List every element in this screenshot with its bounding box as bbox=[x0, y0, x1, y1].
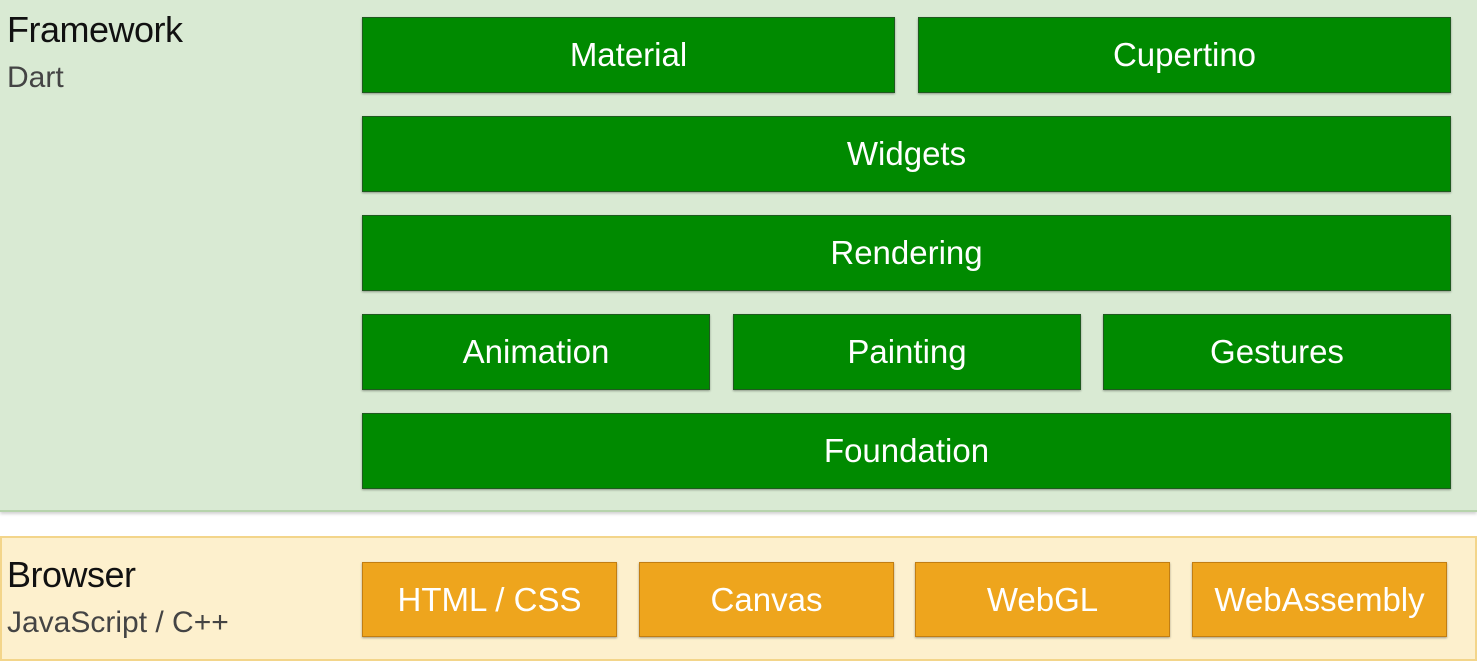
browser-subtitle: JavaScript / C++ bbox=[7, 606, 229, 639]
gestures-block: Gestures bbox=[1103, 314, 1451, 390]
html-css-block: HTML / CSS bbox=[362, 562, 617, 637]
animation-block: Animation bbox=[362, 314, 710, 390]
foundation-block: Foundation bbox=[362, 413, 1451, 489]
cupertino-block: Cupertino bbox=[918, 17, 1451, 93]
framework-subtitle: Dart bbox=[7, 61, 64, 94]
framework-title: Framework bbox=[7, 9, 183, 50]
painting-block: Painting bbox=[733, 314, 1081, 390]
webgl-block: WebGL bbox=[915, 562, 1170, 637]
webassembly-block: WebAssembly bbox=[1192, 562, 1447, 637]
framework-layer: Framework Dart Material Cupertino Widget… bbox=[0, 0, 1477, 512]
material-block: Material bbox=[362, 17, 895, 93]
rendering-block: Rendering bbox=[362, 215, 1451, 291]
widgets-block: Widgets bbox=[362, 116, 1451, 192]
browser-layer: Browser JavaScript / C++ HTML / CSS Canv… bbox=[0, 536, 1477, 661]
canvas-block: Canvas bbox=[639, 562, 894, 637]
browser-title: Browser bbox=[7, 554, 136, 595]
